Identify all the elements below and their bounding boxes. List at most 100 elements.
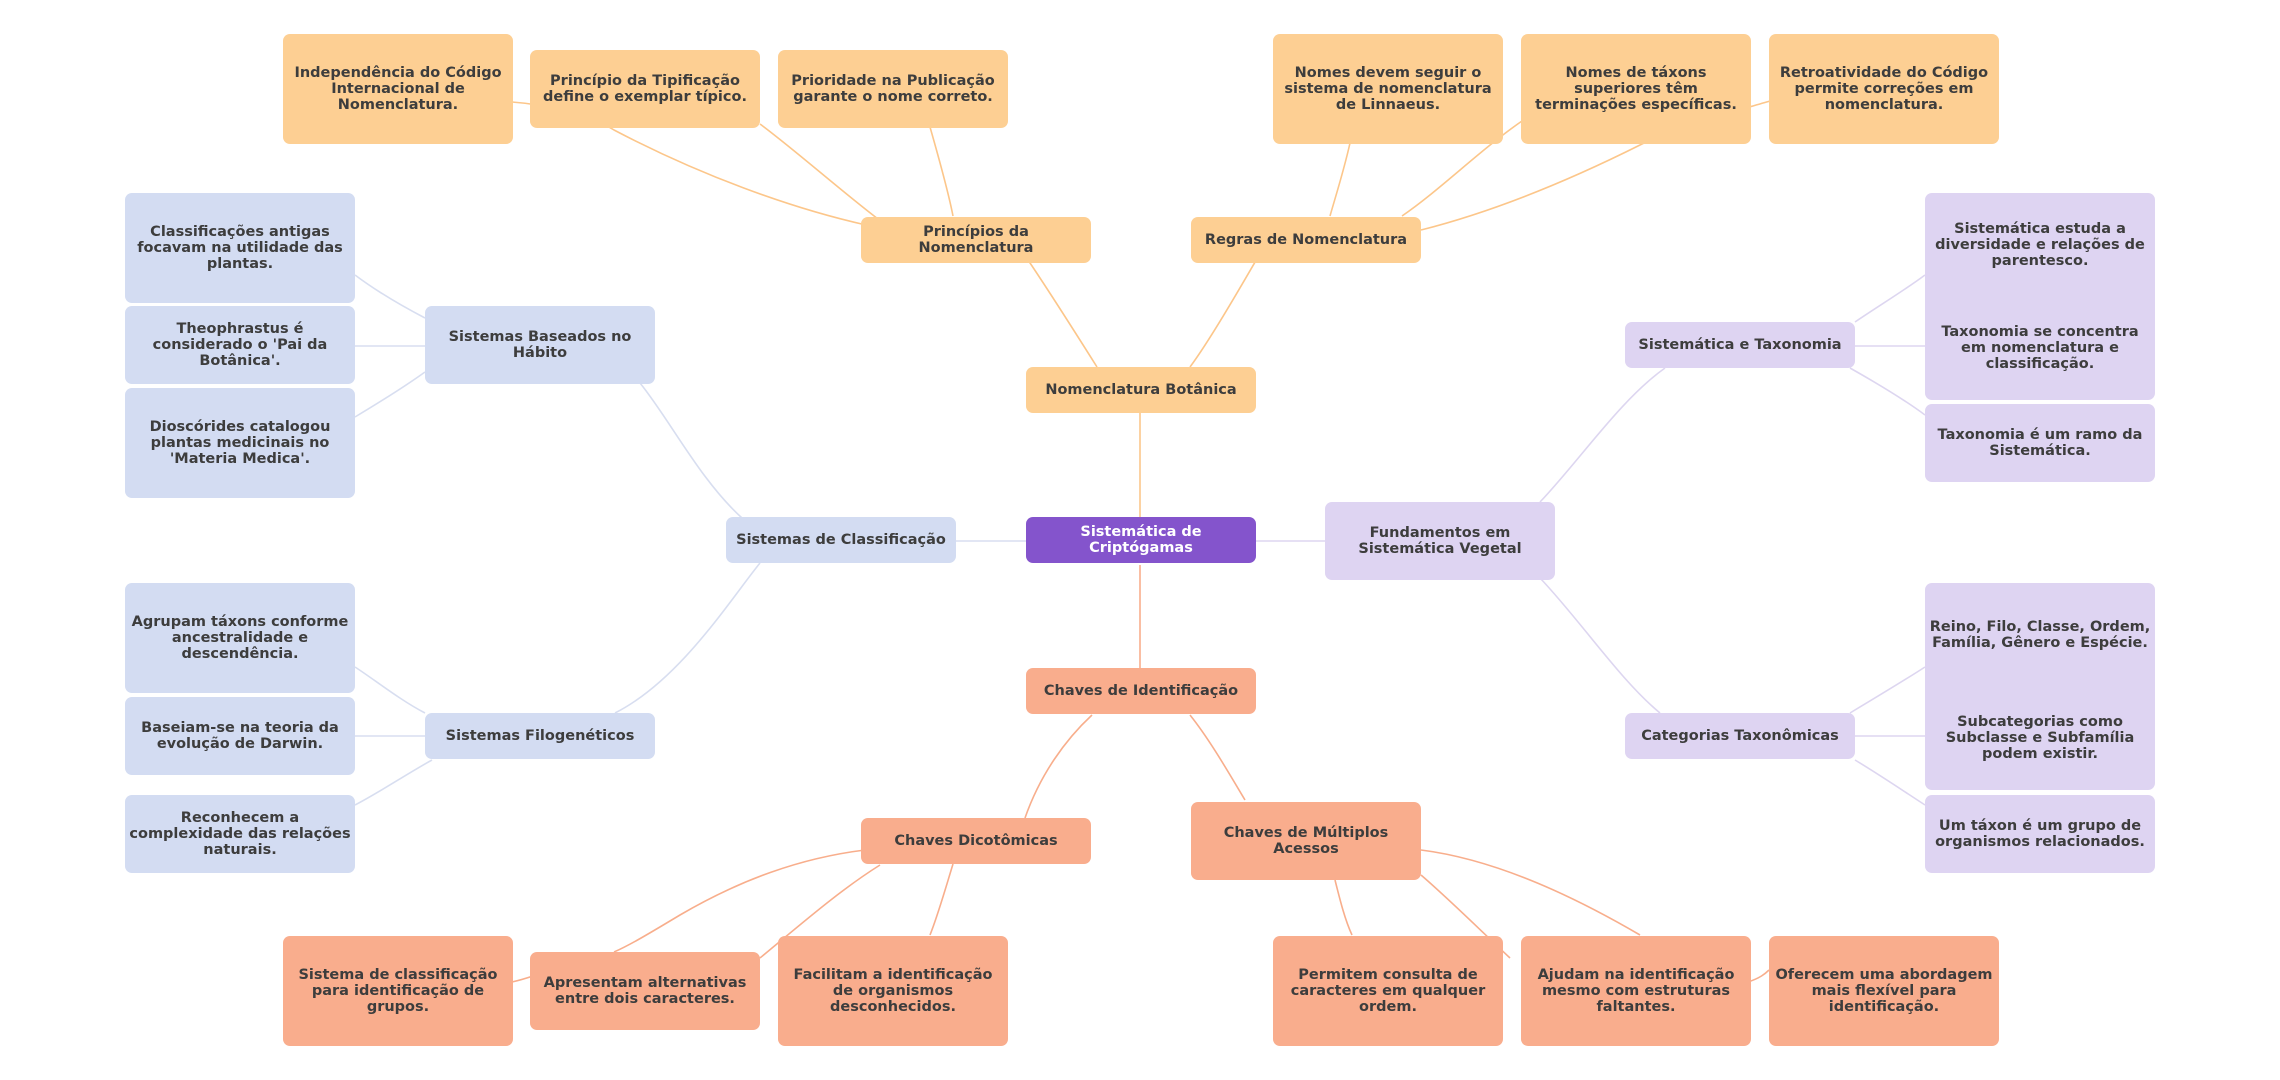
leaf-filo-2[interactable]: Baseiam-se na teoria da evolução de Darw… [125,697,355,775]
node-categorias[interactable]: Categorias Taxonômicas [1625,713,1855,759]
node-label: Chaves Dicotômicas [894,833,1058,849]
node-nomenclatura[interactable]: Nomenclatura Botânica [1026,367,1256,413]
edge-multi-leaf3 [1420,849,1641,936]
edge-cat-leaf3 [1854,759,1926,806]
edge-sist-leaf3 [1849,367,1926,416]
edge-filo-leaf1 [354,666,426,714]
edge-multi-leaf4 [1747,969,1770,983]
leaf-multiplos-3[interactable]: Oferecem uma abordagem mais flexível par… [1769,936,1999,1046]
node-multiplos[interactable]: Chaves de Múltiplos Acessos [1191,802,1421,880]
edge-regras-leaf1 [1329,142,1351,217]
leaf-dicotomicas-3[interactable]: Facilitam a identificação de organismos … [778,936,1008,1046]
leaf-label: Prioridade na Publicação garante o nome … [791,73,995,105]
leaf-categorias-3[interactable]: Um táxon é um grupo de organismos relaci… [1925,795,2155,873]
edge-regras-leaf2 [1401,120,1523,217]
leaf-label: Apresentam alternativas entre dois carac… [543,975,747,1007]
leaf-regras-1[interactable]: Nomes devem seguir o sistema de nomencla… [1273,34,1503,144]
leaf-group-sistematica: Sistemática estuda a diversidade e relaç… [1925,193,2155,400]
leaf-label: Ajudam na identificação mesmo com estrut… [1537,967,1735,1015]
edge-classificacao-filogeneticos [614,562,761,714]
leaf-sistematica-1[interactable]: Sistemática estuda a diversidade e relaç… [1928,193,2152,297]
leaf-label: Reino, Filo, Classe, Ordem, Família, Gên… [1929,618,2151,651]
leaf-categorias-1[interactable]: Reino, Filo, Classe, Ordem, Família, Gên… [1928,583,2152,687]
leaf-label: Facilitam a identificação de organismos … [793,967,993,1015]
node-classificacao[interactable]: Sistemas de Classificação [726,517,956,563]
node-habito[interactable]: Sistemas Baseados no Hábito [425,306,655,384]
leaf-label: Classificações antigas focavam na utilid… [137,224,343,272]
edge-habito-leaf1 [354,274,426,319]
leaf-label: Agrupam táxons conforme ancestralidade e… [131,614,349,662]
leaf-label: Sistemática estuda a diversidade e relaç… [1935,220,2145,269]
root-node[interactable]: Sistemática de Criptógamas [1026,517,1256,563]
leaf-label: Theophrastus é considerado o 'Pai da Bot… [152,321,328,369]
leaf-label: Reconhecem a complexidade das relações n… [129,810,351,858]
edge-principios-leaf2 [759,123,879,220]
edge-cat-leaf1 [1849,666,1926,714]
leaf-label: Taxonomia se concentra em nomenclatura e… [1941,324,2139,373]
node-filogeneticos[interactable]: Sistemas Filogenéticos [425,713,655,759]
node-fundamentos[interactable]: Fundamentos em Sistemática Vegetal [1325,502,1555,580]
edge-multi-leaf1 [1334,879,1353,936]
leaf-label: Nomes devem seguir o sistema de nomencla… [1284,65,1492,113]
leaf-multiplos-2[interactable]: Ajudam na identificação mesmo com estrut… [1521,936,1751,1046]
root-label: Sistemática de Criptógamas [1080,524,1202,556]
leaf-label: Oferecem uma abordagem mais flexível par… [1775,967,1993,1015]
edge-nomenclatura-principios [1025,256,1098,368]
node-label: Nomenclatura Botânica [1045,382,1237,398]
node-label: Categorias Taxonômicas [1641,728,1839,744]
edge-sist-leaf1 [1854,274,1926,323]
node-principios[interactable]: Princípios da Nomenclatura [861,217,1091,263]
edge-dico-leaf3 [759,864,881,959]
node-chaves[interactable]: Chaves de Identificação [1026,668,1256,714]
edge-principios-leaf3 [929,126,954,217]
node-dicotomicas[interactable]: Chaves Dicotômicas [861,818,1091,864]
edge-dico-leaf2 [613,849,866,953]
edge-habito-leaf3 [354,371,426,418]
node-regras[interactable]: Regras de Nomenclatura [1191,217,1421,263]
node-label: Sistemas de Classificação [736,532,946,548]
leaf-label: Dioscórides catalogou plantas medicinais… [149,419,331,467]
leaf-sistematica-3[interactable]: Taxonomia é um ramo da Sistemática. [1925,404,2155,482]
leaf-label: Princípio da Tipificação define o exempl… [543,73,747,105]
leaf-regras-3[interactable]: Retroatividade do Código permite correçõ… [1769,34,1999,144]
leaf-habito-2[interactable]: Theophrastus é considerado o 'Pai da Bot… [125,306,355,384]
leaf-label: Permitem consulta de caracteres em qualq… [1290,967,1486,1015]
edge-fundamentos-categorias [1539,577,1661,714]
node-sistematica[interactable]: Sistemática e Taxonomia [1625,322,1855,368]
leaf-habito-1[interactable]: Classificações antigas focavam na utilid… [125,193,355,303]
edge-dico-leaf4 [929,863,954,936]
edge-chaves-dicotomicas [1024,714,1093,819]
leaf-regras-2[interactable]: Nomes de táxons superiores têm terminaçõ… [1521,34,1751,144]
node-label: Fundamentos em Sistemática Vegetal [1358,525,1522,557]
leaf-filo-1[interactable]: Agrupam táxons conforme ancestralidade e… [125,583,355,693]
edge-classificacao-habito [639,382,743,519]
leaf-filo-3[interactable]: Reconhecem a complexidade das relações n… [125,795,355,873]
node-label: Sistemática e Taxonomia [1638,337,1842,353]
leaf-categorias-2[interactable]: Subcategorias como Subclasse e Subfamíli… [1928,687,2152,791]
leaf-principios-3[interactable]: Prioridade na Publicação garante o nome … [778,50,1008,128]
leaf-label: Sistema de classificação para identifica… [298,967,498,1015]
edge-nomenclatura-regras [1189,256,1259,368]
node-label: Sistemas Baseados no Hábito [448,329,632,361]
leaf-sistematica-2[interactable]: Taxonomia se concentra em nomenclatura e… [1928,297,2152,401]
node-label: Regras de Nomenclatura [1204,232,1408,248]
node-label: Sistemas Filogenéticos [445,728,635,744]
node-label: Chaves de Múltiplos Acessos [1223,825,1389,857]
leaf-label: Retroatividade do Código permite correçõ… [1779,65,1989,113]
node-label: Princípios da Nomenclatura [918,224,1034,256]
leaf-label: Baseiam-se na teoria da evolução de Darw… [141,720,339,752]
leaf-principios-1[interactable]: Independência do Código Internacional de… [283,34,513,144]
edge-filo-leaf3 [354,759,433,806]
leaf-principios-2[interactable]: Princípio da Tipificação define o exempl… [530,50,760,128]
node-label: Chaves de Identificação [1043,683,1239,699]
leaf-dicotomicas-2[interactable]: Apresentam alternativas entre dois carac… [530,952,760,1030]
leaf-label: Um táxon é um grupo de organismos relaci… [1935,818,2145,850]
edge-chaves-multiplos [1189,714,1246,801]
leaf-label: Nomes de táxons superiores têm terminaçõ… [1535,65,1737,113]
leaf-dicotomicas-1[interactable]: Sistema de classificação para identifica… [283,936,513,1046]
leaf-multiplos-1[interactable]: Permitem consulta de caracteres em qualq… [1273,936,1503,1046]
edge-fundamentos-sistematica [1539,367,1666,503]
leaf-habito-3[interactable]: Dioscórides catalogou plantas medicinais… [125,388,355,498]
